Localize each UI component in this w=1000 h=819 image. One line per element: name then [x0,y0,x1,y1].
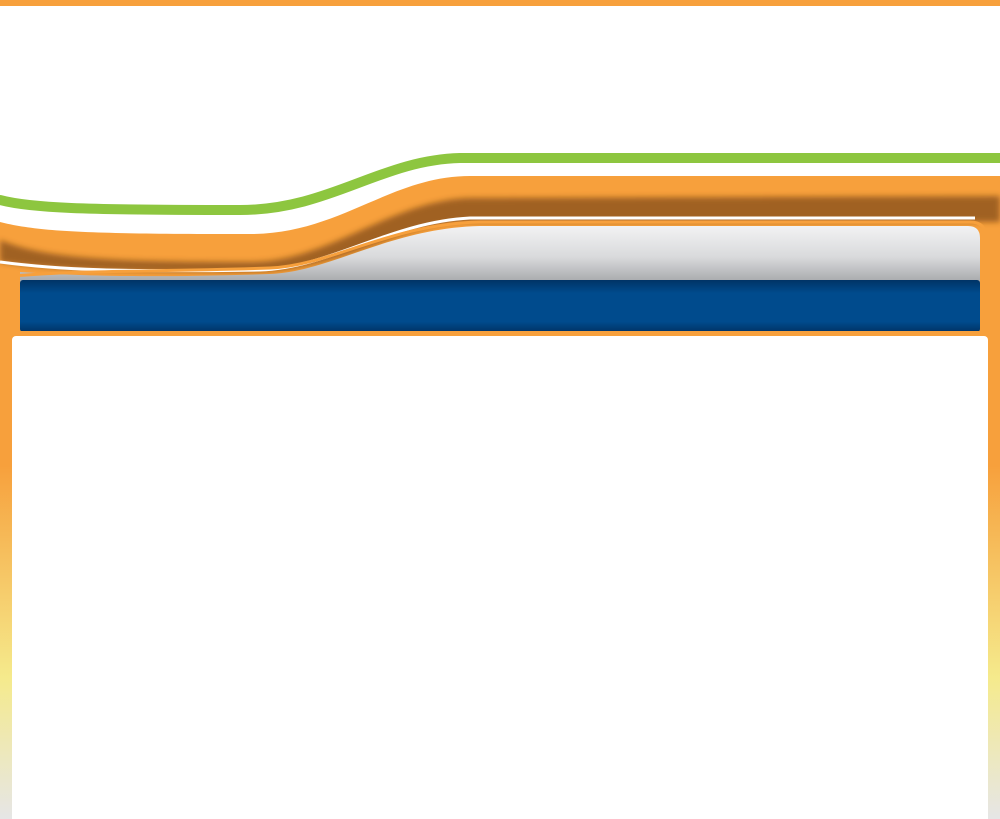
silver-panel-outline [12,220,988,338]
navy-title-bar [20,280,980,332]
top-accent-stripe [0,0,1000,6]
green-wave-line [0,153,1000,216]
silver-header-panel [20,226,980,282]
wave-shadow [0,196,1000,272]
white-wave-line [0,216,975,273]
content-panel [12,336,988,819]
